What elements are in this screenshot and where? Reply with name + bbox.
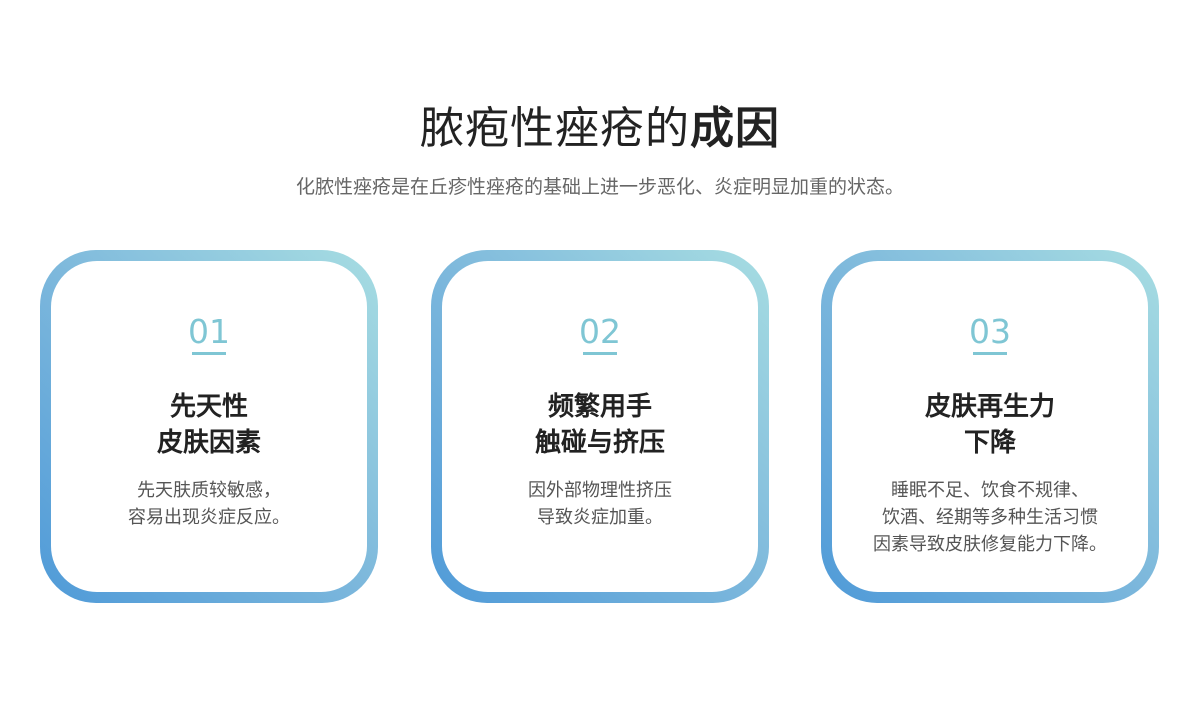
cause-number-underline	[973, 352, 1007, 355]
page-subtitle: 化脓性痤疮是在丘疹性痤疮的基础上进一步恶化、炎症明显加重的状态。	[295, 176, 904, 198]
cause-description-line: 容易出现炎症反应。	[128, 507, 290, 528]
cause-card-3: 03 皮肤再生力 下降 睡眠不足、饮食不规律、 饮酒、经期等多种生活习惯 因素导…	[821, 250, 1159, 603]
cause-title-line: 先天性	[169, 392, 248, 422]
cause-description-line: 饮酒、经期等多种生活习惯	[882, 507, 1098, 528]
cause-description: 因外部物理性挤压 导致炎症加重。	[442, 477, 758, 531]
cause-title: 先天性 皮肤因素	[51, 389, 367, 461]
cause-card-body: 01 先天性 皮肤因素 先天肤质较敏感， 容易出现炎症反应。	[51, 261, 367, 592]
page-title-regular: 脓疱性痤疮的	[420, 103, 690, 154]
cause-description-line: 导致炎症加重。	[537, 507, 663, 528]
cause-number: 03	[969, 312, 1011, 351]
cause-title-line: 触碰与挤压	[534, 428, 665, 458]
page-title-bold: 成因	[690, 103, 780, 154]
cause-description: 先天肤质较敏感， 容易出现炎症反应。	[51, 477, 367, 531]
cause-description-line: 因素导致皮肤修复能力下降。	[873, 534, 1107, 555]
cause-title: 皮肤再生力 下降	[832, 389, 1148, 461]
page-title: 脓疱性痤疮的成因	[0, 100, 1200, 158]
cause-card-1: 01 先天性 皮肤因素 先天肤质较敏感， 容易出现炎症反应。	[40, 250, 378, 603]
cause-description-line: 先天肤质较敏感，	[137, 480, 281, 501]
cause-number-underline	[192, 352, 226, 355]
cause-title-line: 下降	[963, 428, 1016, 458]
cause-description: 睡眠不足、饮食不规律、 饮酒、经期等多种生活习惯 因素导致皮肤修复能力下降。	[832, 477, 1148, 558]
cause-number: 02	[579, 312, 621, 351]
cause-number-underline	[583, 352, 617, 355]
cause-card-body: 03 皮肤再生力 下降 睡眠不足、饮食不规律、 饮酒、经期等多种生活习惯 因素导…	[832, 261, 1148, 592]
cause-title-line: 频繁用手	[547, 392, 652, 422]
cause-description-line: 因外部物理性挤压	[528, 480, 672, 501]
cause-description-line: 睡眠不足、饮食不规律、	[891, 480, 1089, 501]
cause-title: 频繁用手 触碰与挤压	[442, 389, 758, 461]
cause-card-2: 02 频繁用手 触碰与挤压 因外部物理性挤压 导致炎症加重。	[431, 250, 769, 603]
cause-title-line: 皮肤再生力	[924, 392, 1055, 422]
cause-number: 01	[188, 312, 230, 351]
cause-title-line: 皮肤因素	[156, 428, 261, 458]
cause-card-body: 02 频繁用手 触碰与挤压 因外部物理性挤压 导致炎症加重。	[442, 261, 758, 592]
